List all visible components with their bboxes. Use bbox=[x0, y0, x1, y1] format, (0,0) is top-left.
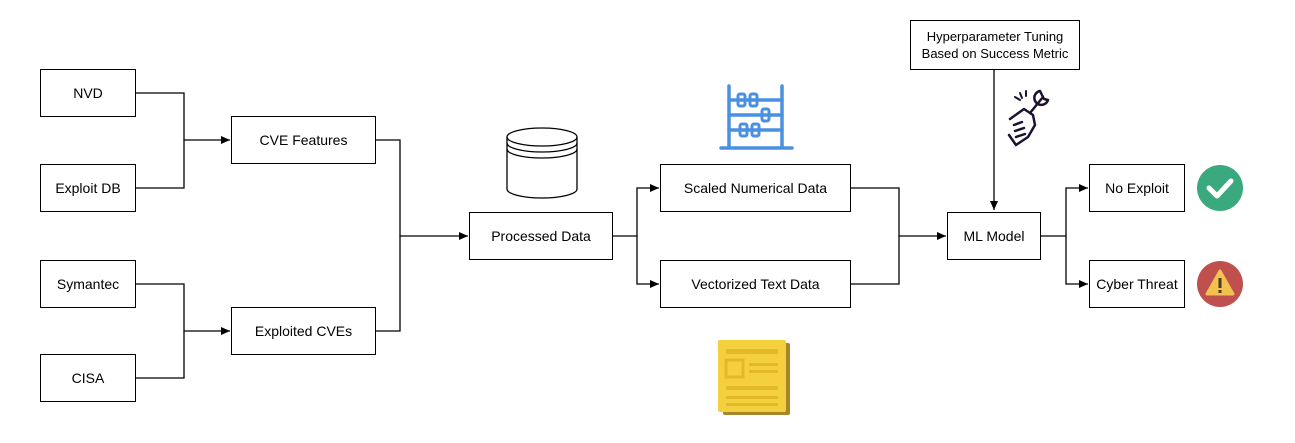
node-hyperparameter-line1: Hyperparameter Tuning bbox=[926, 29, 1064, 44]
node-nvd-label: NVD bbox=[73, 84, 103, 101]
abacus-icon bbox=[719, 84, 794, 150]
edge-symantec-exploited bbox=[136, 283, 230, 335]
node-nvd: NVD bbox=[40, 69, 136, 117]
node-processed-data-label: Processed Data bbox=[491, 227, 591, 244]
edge-nvd-cve-features bbox=[136, 92, 230, 144]
node-no-exploit: No Exploit bbox=[1089, 164, 1185, 212]
node-cyber-threat: Cyber Threat bbox=[1089, 260, 1185, 308]
check-circle-icon bbox=[1197, 165, 1243, 211]
edge-vectorized-ml bbox=[851, 236, 900, 285]
edge-ml-threat bbox=[1065, 236, 1088, 288]
node-processed-data: Processed Data bbox=[469, 212, 613, 260]
node-vectorized-text-label: Vectorized Text Data bbox=[691, 275, 820, 292]
edge-processed-scaled bbox=[613, 184, 659, 237]
node-hyperparameter: Hyperparameter Tuning Based on Success M… bbox=[910, 20, 1080, 70]
warning-circle-icon bbox=[1197, 261, 1243, 307]
node-cve-features: CVE Features bbox=[231, 116, 376, 164]
edge-exploitdb-cve-features bbox=[136, 140, 185, 189]
node-vectorized-text: Vectorized Text Data bbox=[660, 260, 851, 308]
edge-processed-vectorized bbox=[636, 236, 659, 288]
node-cve-features-label: CVE Features bbox=[259, 131, 348, 148]
node-cisa: CISA bbox=[40, 354, 136, 402]
node-exploited-cves-label: Exploited CVEs bbox=[254, 322, 353, 339]
node-exploit-db-label: Exploit DB bbox=[55, 179, 121, 196]
database-icon bbox=[506, 127, 578, 199]
node-exploited-cves: Exploited CVEs bbox=[231, 307, 376, 355]
edge-cvefeatures-processed bbox=[376, 139, 468, 240]
document-icon bbox=[718, 340, 790, 415]
node-cyber-threat-label: Cyber Threat bbox=[1096, 275, 1178, 292]
node-hyperparameter-line2: Based on Success Metric bbox=[921, 46, 1069, 61]
node-scaled-numerical: Scaled Numerical Data bbox=[660, 164, 851, 212]
node-cisa-label: CISA bbox=[71, 369, 105, 386]
edge-scaled-ml bbox=[851, 187, 946, 240]
edge-exploited-processed bbox=[376, 236, 401, 332]
node-scaled-numerical-label: Scaled Numerical Data bbox=[683, 179, 828, 196]
edge-cisa-exploited bbox=[136, 331, 185, 379]
edge-ml-noexploit bbox=[1041, 184, 1088, 237]
node-ml-model-label: ML Model bbox=[963, 227, 1025, 244]
node-no-exploit-label: No Exploit bbox=[1105, 179, 1169, 196]
node-exploit-db: Exploit DB bbox=[40, 164, 136, 212]
node-symantec-label: Symantec bbox=[56, 275, 120, 292]
node-symantec: Symantec bbox=[40, 260, 136, 308]
wrench-hand-icon bbox=[1007, 89, 1050, 147]
node-ml-model: ML Model bbox=[947, 212, 1041, 260]
